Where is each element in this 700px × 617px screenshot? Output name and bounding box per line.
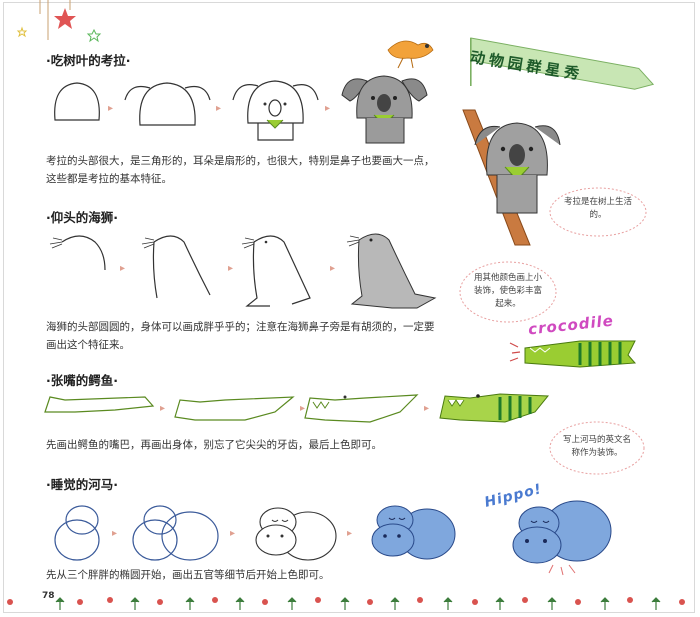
sealion-step-2: [141, 235, 211, 299]
note-bubble-hippo: [549, 421, 645, 475]
bottom-border-decoration: [7, 597, 685, 610]
koala-step-2: [124, 82, 211, 126]
note-text-crocodile: 用其他颜色画上小装饰，使色彩丰富起来。: [473, 273, 542, 309]
step-arrow-icon: ▸: [330, 263, 336, 274]
step-arrow-icon: ▸: [325, 103, 331, 114]
step-arrow-icon: ▸: [300, 403, 306, 414]
crocodile-illustration: [509, 340, 637, 368]
crocodile-step-3: [304, 394, 419, 423]
hippo-illustration: [512, 500, 612, 576]
koala-step-4: [341, 75, 428, 144]
hippo-step-2: [132, 505, 219, 561]
koala-step-1: [54, 82, 100, 121]
star-decoration-icon: [16, 0, 102, 43]
koala-on-tree-illustration: [462, 109, 561, 246]
hippo-step-1: [54, 505, 100, 561]
note-bubble-crocodile: [459, 261, 557, 323]
step-arrow-icon: ▸: [216, 103, 222, 114]
crocodile-step-2: [174, 396, 295, 421]
section-title-hippo: ·睡觉的河马·: [46, 477, 118, 492]
section-desc-sealion: 海狮的头部圆圆的，身体可以画成胖乎乎的；注意在海狮鼻子旁是有胡须的，一定要画出这…: [46, 321, 435, 351]
sealion-step-4: [346, 233, 437, 309]
bird-icon: [387, 40, 434, 69]
sealion-step-3: [241, 235, 311, 307]
step-arrow-icon: ▸: [108, 103, 114, 114]
note-text-hippo: 写上河马的英文名称作为装饰。: [562, 435, 631, 458]
step-arrow-icon: ▸: [228, 263, 234, 274]
sealion-step-1: [49, 235, 106, 271]
step-arrow-icon: ▸: [160, 403, 166, 414]
step-arrow-icon: ▸: [230, 528, 236, 539]
hippo-step-3: [255, 507, 337, 561]
hippo-step-4: [371, 505, 456, 560]
banner-ribbon: [470, 37, 655, 90]
crocodile-step-1: [44, 396, 155, 413]
section-desc-crocodile: 先画出鳄鱼的嘴巴，再画出身体，别忘了它尖尖的牙齿，最后上色即可。: [46, 439, 382, 451]
crocodile-step-4: [439, 393, 550, 423]
step-arrow-icon: ▸: [112, 528, 118, 539]
section-desc-hippo: 先从三个胖胖的椭圆开始，画出五官等细节后开始上色即可。: [46, 569, 330, 581]
section-title-crocodile: ·张嘴的鳄鱼·: [46, 373, 118, 388]
section-desc-koala: 考拉的头部很大，是三角形的，耳朵是扇形的，也很大，特别是鼻子也要画大一点，这些都…: [46, 155, 435, 185]
section-title-koala: ·吃树叶的考拉·: [46, 53, 131, 68]
step-arrow-icon: ▸: [120, 263, 126, 274]
page-number: 78: [42, 591, 55, 601]
section-title-sealion: ·仰头的海狮·: [46, 210, 118, 225]
page-frame: [3, 2, 695, 613]
note-bubble-koala: [549, 187, 647, 237]
step-arrow-icon: ▸: [424, 403, 430, 414]
note-text-koala: 考拉是在树上生活的。: [563, 197, 632, 220]
step-arrow-icon: ▸: [347, 528, 353, 539]
koala-step-3: [232, 80, 319, 141]
